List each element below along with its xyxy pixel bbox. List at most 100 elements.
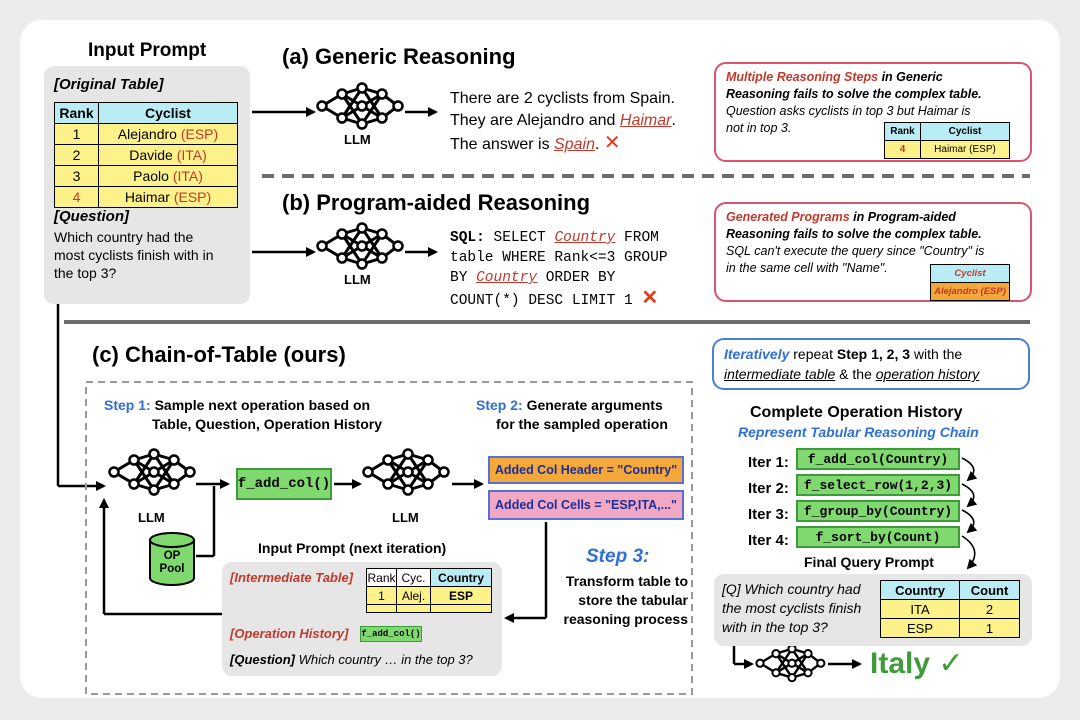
wrong-mark-icon: ✕ (603, 132, 621, 154)
iterate-text: repeat (789, 346, 837, 362)
inter-cell: ESP (430, 586, 492, 605)
check-icon: ✓ (938, 647, 964, 680)
final-query-panel: [Q] Which country had the most cyclists … (714, 574, 1032, 646)
result-cell: ITA (879, 599, 961, 619)
program-failure-callout: Generated Programs in Program-aided Reas… (714, 202, 1032, 302)
intermediate-table-label: [Intermediate Table] (230, 570, 354, 585)
mini-header: Cyclist (920, 122, 1010, 141)
cyclist-name: Haimar (124, 189, 170, 205)
program-title: (b) Program-aided Reasoning (282, 190, 591, 215)
inter-cell (430, 604, 492, 613)
history-subtitle: Represent Tabular Reasoning Chain (738, 424, 979, 440)
argument-cells-box: Added Col Cells = "ESP,ITA,..." (488, 490, 684, 520)
step2-line: for the sampled operation (496, 416, 668, 432)
sql-text: ORDER BY (537, 270, 616, 286)
next-question: [Question] Which country … in the top 3? (230, 652, 473, 667)
sql-program: SQL: SELECT Country FROM table WHERE Ran… (450, 228, 668, 311)
step2-description: Step 2: Generate arguments for the sampl… (476, 396, 668, 434)
step1-label: Step 1: (104, 397, 151, 413)
inter-header: Cyc. (396, 568, 431, 587)
original-table-label: [Original Table] (54, 76, 164, 93)
wrong-mark-icon: ✕ (641, 287, 659, 309)
table-row: 2 Davide (ITA) (54, 144, 238, 166)
operation-history-label: [Operation History] (230, 626, 349, 641)
history-op-2: f_select_row(1,2,3) (796, 474, 960, 496)
operation-history-value: f_add_col() (360, 626, 422, 642)
callout-highlight: Multiple Reasoning Steps (726, 70, 879, 84)
answer-line: The answer is Spain. ✕ (450, 132, 676, 156)
sql-label: SQL: (450, 230, 485, 246)
sql-highlight: Country (554, 230, 616, 246)
cyclist-name: Davide (129, 147, 173, 163)
iterate-steps: Step 1, 2, 3 (836, 346, 911, 362)
question-text: Which country had the most cyclists fini… (54, 228, 213, 282)
iter-label: Iter 1: (748, 454, 789, 471)
history-op-3: f_group_by(Country) (796, 500, 960, 522)
inter-cell (396, 604, 431, 613)
iterate-callout: Iteratively repeat Step 1, 2, 3 with the… (712, 338, 1030, 390)
inter-header: Country (430, 568, 492, 587)
answer-text: . (594, 136, 600, 153)
cyclist-country: (ESP) (180, 126, 219, 142)
iterate-line: Iteratively repeat Step 1, 2, 3 with the (724, 344, 1018, 364)
callout-line: Reasoning fails to solve the complex tab… (726, 87, 982, 101)
final-question-line: with in the top 3? (722, 619, 828, 635)
step2-line: Step 2: Generate arguments (476, 396, 668, 415)
op-pool-line: OP (163, 550, 181, 562)
mini-cell: 4 (884, 140, 921, 159)
llm-network-icon (108, 448, 196, 496)
llm-network-icon (362, 448, 450, 496)
mini-cell: Haimar (ESP) (920, 140, 1010, 159)
sql-text: FROM (615, 230, 659, 246)
result-header: Count (959, 580, 1020, 600)
final-answer-text: Italy (870, 647, 931, 680)
generic-failure-callout: Multiple Reasoning Steps in Generic Reas… (714, 62, 1032, 162)
callout-line: Multiple Reasoning Steps in Generic (726, 69, 1020, 86)
cyclist-country: (ESP) (173, 189, 212, 205)
history-iter-labels: Iter 1: Iter 2: Iter 3: Iter 4: (748, 450, 789, 554)
mini-cell: Alejandro (ESP) (930, 282, 1010, 301)
sql-line: COUNT(*) DESC LIMIT 1 ✕ (450, 288, 668, 311)
question-line: Which country had the (54, 229, 194, 245)
iterate-text: & the (835, 366, 876, 382)
inter-cell (366, 604, 397, 613)
step3-line: reasoning process (563, 611, 689, 627)
generic-title: (a) Generic Reasoning (282, 44, 516, 69)
sql-text: BY (450, 270, 477, 286)
answer-line: They are Alejandro and Haimar. (450, 110, 676, 132)
mini-header: Rank (884, 122, 921, 141)
inter-cell: Alej. (396, 586, 431, 605)
iter-label: Iter 2: (748, 480, 789, 497)
llm-label: LLM (344, 272, 371, 287)
answer-text: They are Alejandro and (450, 112, 620, 129)
table-row: 3 Paolo (ITA) (54, 165, 238, 187)
header-rank: Rank (54, 102, 99, 124)
cyclist-country: (ITA) (172, 168, 203, 184)
step3-description: Transform table to store the tabular rea… (552, 572, 689, 629)
argument-header-box: Added Col Header = "Country" (488, 456, 684, 484)
sql-line: SQL: SELECT Country FROM (450, 228, 668, 248)
callout-text: in Program-aided (849, 210, 956, 224)
step1-line: Table, Question, Operation History (152, 416, 382, 432)
llm-label: LLM (138, 510, 165, 525)
result-header: Country (879, 580, 961, 600)
chain-title: (c) Chain-of-Table (ours) (92, 342, 346, 367)
callout-line: in the same cell with "Name". (726, 261, 888, 275)
original-table-header: Rank Cyclist (54, 102, 238, 124)
step1-text: Sample next operation based on (150, 397, 371, 413)
answer-text: . (671, 112, 676, 129)
iter-label: Iter 4: (748, 532, 789, 549)
inter-cell: 1 (366, 586, 397, 605)
row-cyclist: Haimar (ESP) (98, 186, 238, 208)
final-question-line: the most cyclists finish (722, 600, 862, 616)
cyclist-name: Alejandro (117, 126, 177, 142)
row-cyclist: Paolo (ITA) (98, 165, 238, 187)
op-pool-label: OP Pool (158, 550, 186, 576)
step2-label: Step 2: (476, 397, 523, 413)
inter-header: Rank (366, 568, 397, 587)
result-cell: 2 (959, 599, 1020, 619)
step3-line: Transform table to (565, 573, 688, 589)
llm-network-icon (755, 644, 826, 683)
